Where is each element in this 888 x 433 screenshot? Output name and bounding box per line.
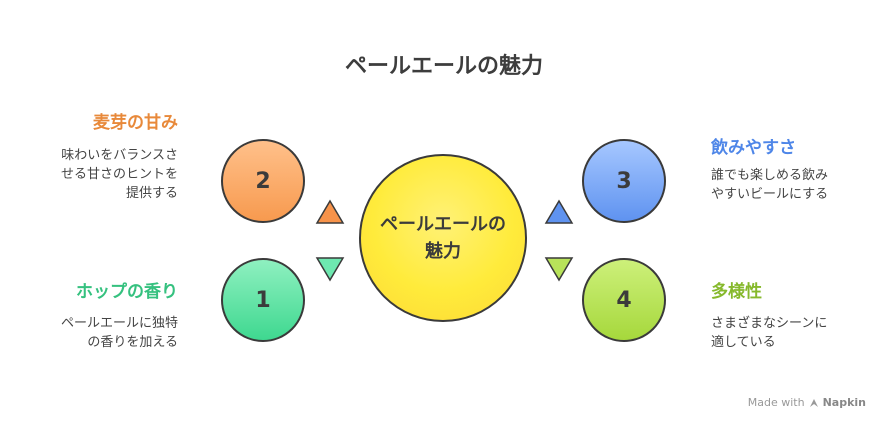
desc-1: ペールエールに独特 の香りを加える	[18, 314, 178, 352]
triangle-up-orange-icon	[315, 199, 345, 224]
heading-3: 飲みやすさ	[711, 138, 796, 158]
circle-4-number: 4	[616, 287, 632, 313]
desc-3-line1: 誰でも楽しめる飲み	[711, 168, 829, 183]
triangle-down-green-icon	[315, 257, 345, 282]
center-circle: ペールエールの 魅力	[359, 154, 527, 322]
desc-3: 誰でも楽しめる飲み やすいビールにする	[711, 166, 871, 204]
circle-4: 4	[582, 258, 666, 342]
desc-4-line2: 適している	[711, 335, 776, 350]
napkin-brand-label: Napkin	[822, 396, 866, 409]
circle-3-number: 3	[616, 168, 632, 194]
heading-4: 多様性	[711, 282, 762, 302]
heading-1: ホップの香り	[76, 282, 178, 302]
desc-2: 味わいをバランスさ せる甘さのヒントを 提供する	[18, 146, 178, 203]
desc-2-line1: 味わいをバランスさ	[61, 148, 178, 163]
circle-2: 2	[221, 139, 305, 223]
triangle-down-lime-icon	[544, 257, 574, 282]
desc-4: さまざまなシーンに 適している	[711, 314, 871, 352]
desc-2-line3: 提供する	[125, 186, 178, 201]
center-label-line1: ペールエールの	[380, 214, 506, 235]
center-label-line2: 魅力	[425, 241, 461, 262]
circle-1: 1	[221, 258, 305, 342]
desc-4-line1: さまざまなシーンに	[711, 316, 828, 331]
circle-1-number: 1	[255, 287, 271, 313]
desc-2-line2: せる甘さのヒントを	[60, 167, 178, 182]
circle-3: 3	[582, 139, 666, 223]
triangle-up-blue-icon	[544, 199, 574, 224]
made-with-label: Made with	[747, 396, 805, 409]
desc-1-line1: ペールエールに独特	[60, 316, 178, 331]
napkin-branding[interactable]: Made with Napkin	[748, 396, 866, 409]
desc-1-line2: の香りを加える	[87, 335, 178, 350]
circle-2-number: 2	[255, 168, 271, 194]
napkin-logo-icon	[809, 398, 818, 407]
page-title: ペールエールの魅力	[344, 54, 543, 79]
heading-2: 麦芽の甘み	[93, 113, 178, 133]
desc-3-line2: やすいビールにする	[711, 187, 829, 202]
